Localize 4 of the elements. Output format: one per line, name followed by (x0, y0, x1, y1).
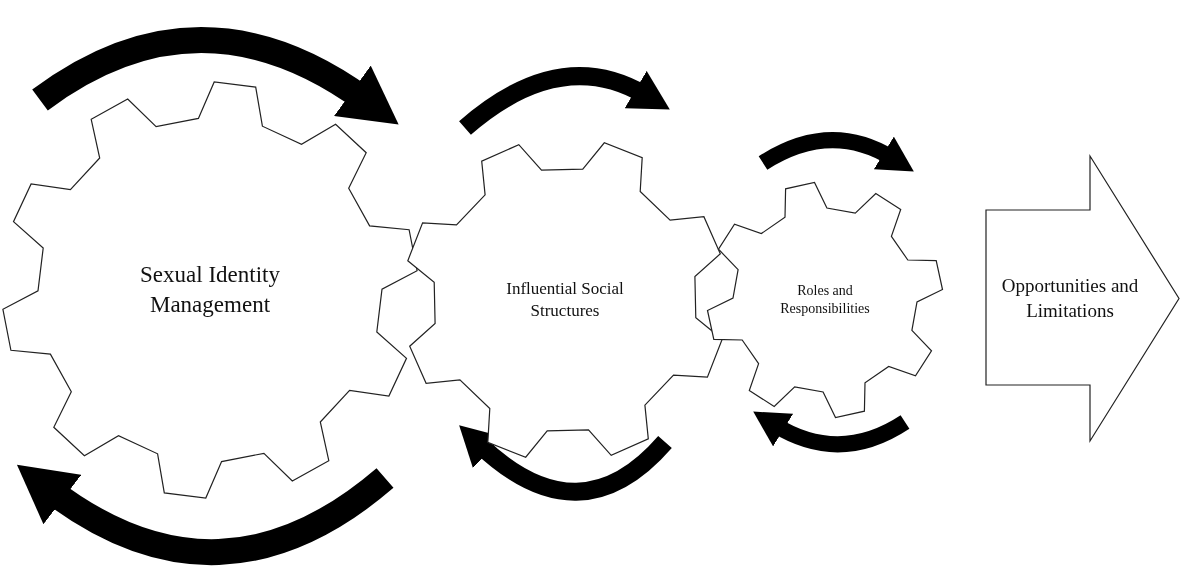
node-label: Opportunities and Limitations (1000, 273, 1140, 323)
node-label: Roles and Responsibilities (779, 281, 871, 318)
node-label: Sexual Identity Management (139, 261, 281, 319)
node-label: Influential Social Structures (505, 277, 625, 322)
